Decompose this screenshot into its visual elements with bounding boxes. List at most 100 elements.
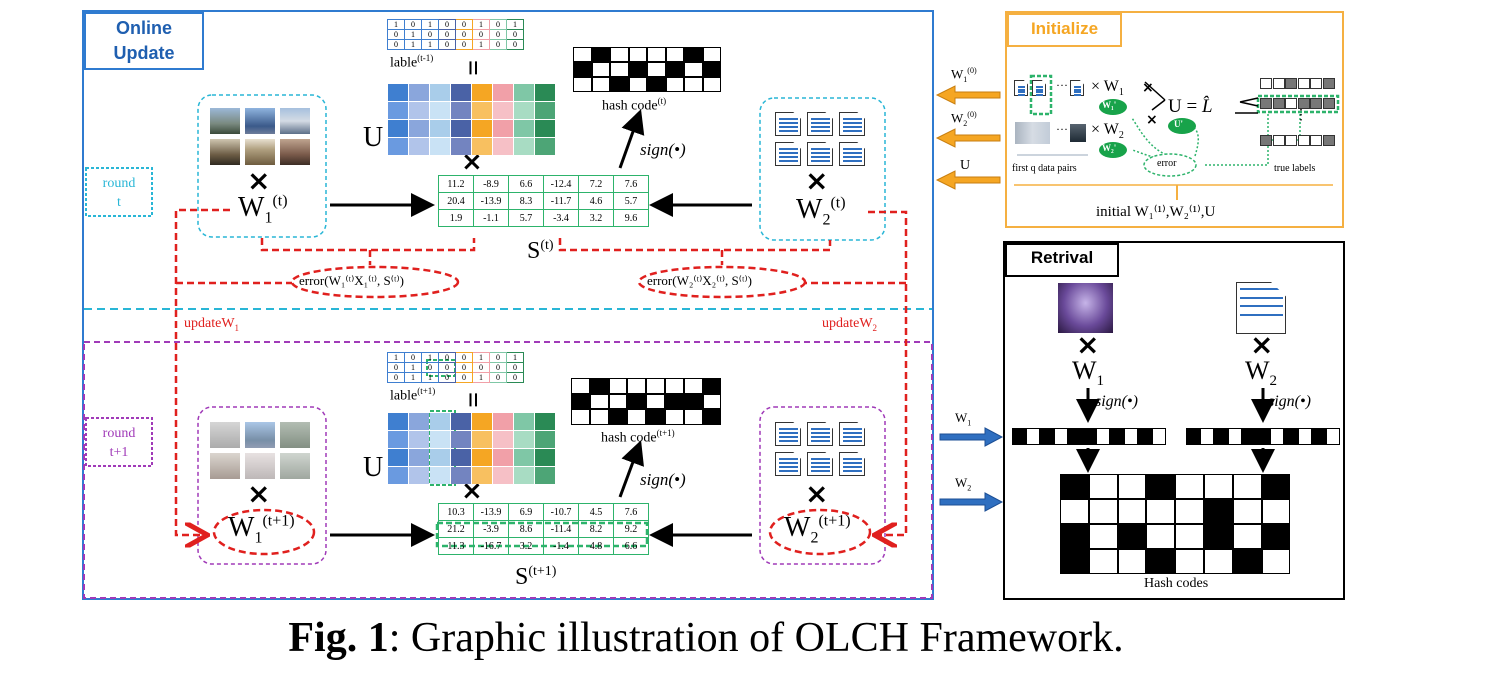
- document-line: [811, 428, 830, 430]
- u-cell: [535, 120, 555, 137]
- u-cell: [409, 413, 429, 430]
- label-cell: 0: [455, 39, 473, 50]
- document-icon: [807, 422, 833, 446]
- document-icon: [1032, 80, 1046, 96]
- hash-cell: [1175, 474, 1204, 499]
- s-cell: -16.7: [473, 537, 509, 555]
- label-cell: 0: [438, 19, 456, 30]
- label-cell: 0: [489, 362, 507, 373]
- hash-cell: [665, 77, 684, 92]
- equals-sign: =: [456, 60, 488, 76]
- image-thumbnails-t1: [210, 422, 310, 480]
- u-cell: [430, 138, 450, 155]
- document-icon: [775, 452, 801, 476]
- hash-cell: [1146, 499, 1176, 524]
- code-cell: [1110, 428, 1124, 445]
- init-cross-1: ×: [1142, 80, 1154, 96]
- document-line: [843, 156, 862, 158]
- hash-cell: [1060, 474, 1089, 499]
- s-cell: -8.9: [473, 175, 509, 193]
- s-cell: 21.2: [438, 520, 474, 538]
- code-cell: [1326, 428, 1340, 445]
- hash-cell: [591, 47, 610, 62]
- u-cell: [493, 138, 513, 155]
- u-cell: [388, 467, 408, 484]
- document-line: [843, 458, 862, 460]
- code-cell: [1026, 428, 1040, 445]
- label-cell: 1: [404, 372, 422, 383]
- document-line: [779, 466, 798, 468]
- s-cell: 5.7: [613, 192, 649, 210]
- thumb-image: [280, 139, 310, 165]
- document-line: [779, 156, 798, 158]
- true-labels-label: true labels: [1274, 163, 1316, 174]
- document-line: [843, 436, 862, 438]
- initialize-title-box: [1007, 13, 1122, 47]
- hash-cell: [608, 409, 628, 425]
- code-cell: [1124, 428, 1138, 445]
- hash-cell: [683, 393, 703, 409]
- s-cell: 1.9: [438, 209, 474, 227]
- s-cell: 7.6: [613, 175, 649, 193]
- round-t1-line1: round: [102, 426, 136, 441]
- true-label-cell: [1297, 135, 1310, 146]
- label-cell: 0: [506, 39, 524, 50]
- arrow-label-u: U: [960, 158, 971, 173]
- document-line: [1074, 88, 1081, 91]
- u-cell: [472, 431, 492, 448]
- code-cell: [1054, 428, 1068, 445]
- u-label: U: [363, 122, 384, 153]
- s-cell: -13.9: [473, 192, 509, 210]
- sign-label-t1: sign(•): [640, 470, 686, 489]
- code-cell: [1270, 428, 1284, 445]
- u-column-highlight: [429, 410, 456, 486]
- u-cell: [388, 84, 408, 101]
- true-label-cell: [1285, 78, 1297, 89]
- hash-cell: [1204, 474, 1233, 499]
- hash-cell: [591, 62, 610, 77]
- code-cell: [1284, 428, 1298, 445]
- hash-cell: [571, 409, 590, 425]
- hash-cell: [702, 62, 721, 77]
- label-cell: 0: [472, 362, 490, 373]
- label-cell: 0: [438, 29, 456, 40]
- s-cell: 8.6: [508, 520, 544, 538]
- figure-caption: Fig. 1: Graphic illustration of OLCH Fra…: [0, 614, 1412, 662]
- retrieval-times-1: ×: [1076, 328, 1100, 361]
- true-label-cell: [1285, 135, 1297, 146]
- label-cell: 1: [421, 39, 439, 50]
- u-cell: [430, 84, 450, 101]
- true-label-cell: [1310, 98, 1322, 109]
- thumb-image: [245, 453, 275, 479]
- document-line: [843, 122, 862, 124]
- thumb-image: [210, 422, 240, 448]
- u-cell: [451, 449, 471, 466]
- s-cell: 4.5: [578, 503, 614, 521]
- hash-cell: [1117, 549, 1147, 574]
- u-cell: [535, 102, 555, 119]
- label-cell: 1: [404, 39, 422, 50]
- s-cell: -11.4: [543, 520, 579, 538]
- initialize-title: Initialize: [1030, 19, 1099, 38]
- true-label-cell: [1272, 98, 1285, 109]
- u-cell: [514, 138, 534, 155]
- s-cell: -10.7: [543, 503, 579, 521]
- online-title-line1: Online: [115, 18, 172, 38]
- w2-t1-label: W2(t+1): [784, 512, 851, 547]
- document-line: [843, 126, 862, 128]
- label-cell: 0: [438, 362, 456, 373]
- times-symbol: ×: [247, 164, 271, 197]
- document-line: [811, 440, 830, 442]
- w1-t-label: W1(t): [238, 192, 288, 227]
- label-cell: 1: [506, 352, 524, 363]
- u-cell: [472, 449, 492, 466]
- document-line: [843, 148, 862, 150]
- label-cell: 0: [421, 362, 439, 373]
- u-cell: [535, 449, 555, 466]
- document-line: [1018, 94, 1025, 96]
- first-q-highlight: [1029, 74, 1053, 116]
